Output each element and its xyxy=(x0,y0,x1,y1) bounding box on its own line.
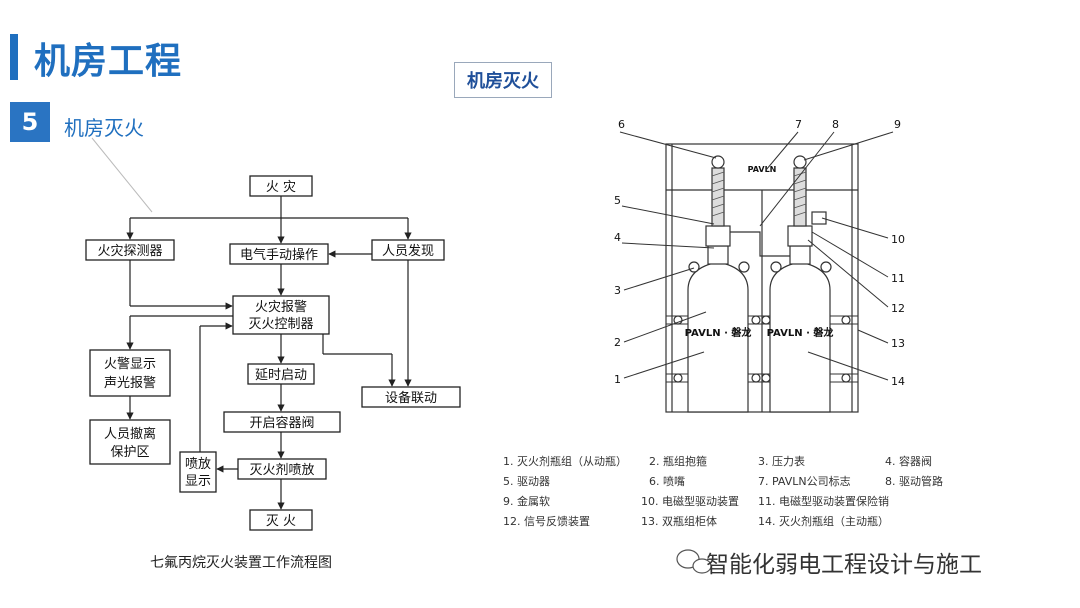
callout-numbers: 6 7 8 9 5 4 3 2 1 10 11 12 13 14 xyxy=(614,118,905,388)
hose-master xyxy=(793,171,807,217)
node-detector-label: 火灾探测器 xyxy=(97,243,162,259)
page-title: 机房工程 xyxy=(34,41,183,82)
decor-line xyxy=(91,137,153,213)
legend-row: 5. 驱动器 6. 喷嘴 7. PAVLN公司标志 8. 驱动管路 xyxy=(503,473,983,493)
watermark-text: 智能化弱电工程设计与施工 xyxy=(680,545,982,579)
node-extinguish xyxy=(249,509,313,531)
brand-slave: PAVLN · 磐龙 xyxy=(685,326,752,339)
node-controller-label-2: 灭火控制器 xyxy=(248,317,313,332)
node-spray-display-label-1: 喷放 xyxy=(185,457,211,472)
callout-14: 14 xyxy=(891,375,905,388)
callout-9: 9 xyxy=(894,118,901,131)
legend-item: 4. 容器阀 xyxy=(885,455,932,468)
wechat-icon xyxy=(676,549,712,574)
legend-item: 9. 金属软 xyxy=(503,495,550,508)
node-evacuate xyxy=(89,419,171,465)
callout-6: 6 xyxy=(618,118,625,131)
node-extinguish-label: 灭 火 xyxy=(266,514,296,529)
legend-item: 3. 压力表 xyxy=(758,455,805,468)
node-people-label: 人员发现 xyxy=(382,243,434,259)
node-manual xyxy=(229,243,329,265)
callout-1: 1 xyxy=(614,373,621,386)
node-delay-label: 延时启动 xyxy=(255,368,307,383)
legend-item: 8. 驱动管路 xyxy=(885,475,943,488)
node-alarm xyxy=(89,349,171,397)
callout-7: 7 xyxy=(795,118,802,131)
callout-12: 12 xyxy=(891,302,905,315)
callout-4: 4 xyxy=(614,231,621,244)
node-valve xyxy=(223,411,341,433)
node-alarm-label-2: 声光报警 xyxy=(104,375,156,391)
node-linkage xyxy=(361,386,461,408)
flow-connectors xyxy=(126,196,412,510)
drive-pipe xyxy=(730,231,790,257)
equipment-legend: 1. 灭火剂瓶组（从动瓶） 2. 瓶组抱箍 3. 压力表 4. 容器阀 5. 驱… xyxy=(503,453,983,533)
cylinder-master xyxy=(761,155,851,413)
brand-master: PAVLN · 磐龙 xyxy=(767,326,834,339)
legend-item: 14. 灭火剂瓶组（主动瓶） xyxy=(758,515,889,528)
callout-2: 2 xyxy=(614,336,621,349)
hose-slave xyxy=(711,171,725,217)
flowchart-caption: 七氟丙烷灭火装置工作流程图 xyxy=(150,555,332,571)
node-alarm-label-1: 火警显示 xyxy=(104,356,156,372)
legend-item: 12. 信号反馈装置 xyxy=(503,515,590,528)
callout-8: 8 xyxy=(832,118,839,131)
diagram-label-box: 机房灭火 xyxy=(454,62,552,98)
callout-3: 3 xyxy=(614,284,621,297)
brand-top: PAVLN xyxy=(748,165,777,174)
title-accent-bar xyxy=(10,34,18,80)
callout-13: 13 xyxy=(891,337,905,350)
node-valve-label: 开启容器阀 xyxy=(249,415,314,431)
node-spray-display xyxy=(179,451,217,493)
watermark-label: 智能化弱电工程设计与施工 xyxy=(706,552,982,578)
legend-row: 1. 灭火剂瓶组（从动瓶） 2. 瓶组抱箍 3. 压力表 4. 容器阀 xyxy=(503,453,983,473)
legend-row: 9. 金属软 10. 电磁型驱动装置 11. 电磁型驱动装置保险销 xyxy=(503,493,983,513)
legend-item: 13. 双瓶组柜体 xyxy=(641,515,717,528)
callout-10: 10 xyxy=(891,233,905,246)
callout-leaders xyxy=(619,131,894,381)
legend-row: 12. 信号反馈装置 13. 双瓶组柜体 14. 灭火剂瓶组（主动瓶） xyxy=(503,513,983,533)
node-spray-display-label-2: 显示 xyxy=(185,474,211,489)
legend-item: 6. 喷嘴 xyxy=(649,475,685,488)
section-title: 机房灭火 xyxy=(64,116,144,140)
node-agent-release-label: 灭火剂喷放 xyxy=(249,463,314,478)
callout-5: 5 xyxy=(614,194,621,207)
node-controller-label-1: 火灾报警 xyxy=(255,299,307,315)
legend-item: 1. 灭火剂瓶组（从动瓶） xyxy=(503,455,627,468)
callout-11: 11 xyxy=(891,272,905,285)
node-linkage-label: 设备联动 xyxy=(385,390,437,406)
section-number-badge: 5 xyxy=(10,102,50,142)
legend-item: 2. 瓶组抱箍 xyxy=(649,455,707,468)
node-fire-label: 火 灾 xyxy=(266,179,296,195)
legend-item: 7. PAVLN公司标志 xyxy=(758,475,851,488)
legend-item: 5. 驱动器 xyxy=(503,475,550,488)
node-evacuate-label-2: 保护区 xyxy=(110,445,149,460)
legend-item: 10. 电磁型驱动装置 xyxy=(641,495,739,508)
cylinder-slave xyxy=(673,155,761,413)
node-evacuate-label-1: 人员撤离 xyxy=(104,426,156,442)
node-manual-label: 电气手动操作 xyxy=(240,247,318,263)
legend-item: 11. 电磁型驱动装置保险销 xyxy=(758,495,889,508)
brand-labels: PAVLN PAVLN · 磐龙 PAVLN · 磐龙 xyxy=(685,165,834,339)
